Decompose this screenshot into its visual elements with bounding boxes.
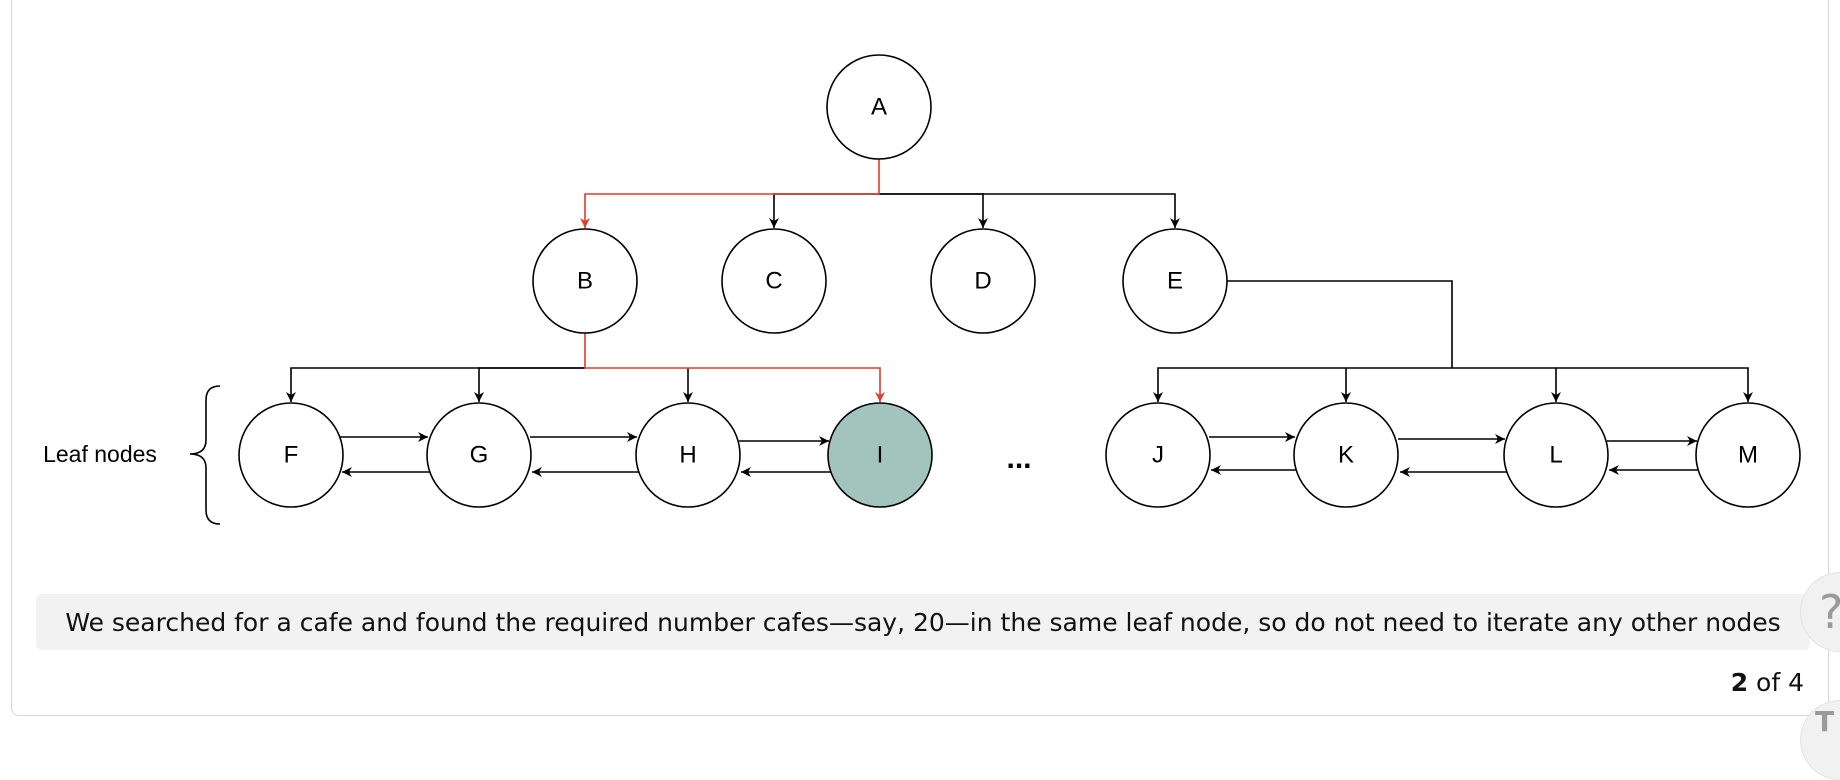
question-mark-icon: ? [1819, 585, 1840, 639]
node-d: D [930, 228, 1036, 334]
pager-current: 2 [1730, 668, 1749, 697]
node-b: B [532, 228, 638, 334]
node-e: E [1122, 228, 1228, 334]
node-i-label: I [877, 442, 884, 469]
node-l: L [1503, 402, 1609, 508]
edge-a-c [769, 193, 879, 228]
edges-b-leaves [286, 333, 885, 402]
node-m-label: M [1738, 442, 1758, 469]
edge-e-connector [1227, 280, 1453, 368]
node-g-label: G [470, 442, 489, 469]
ellipsis: ... [1006, 442, 1031, 475]
node-e-label: E [1167, 268, 1183, 295]
edge-b-f [286, 367, 585, 402]
node-j: J [1105, 402, 1211, 508]
edges-a-children [580, 158, 1180, 228]
caption-text: We searched for a cafe and found the req… [65, 607, 1781, 637]
node-d-label: D [974, 268, 991, 295]
node-h: H [635, 402, 741, 508]
edge-b-g [474, 367, 585, 402]
node-i-found: I [827, 402, 933, 508]
edge-a-d [879, 193, 988, 228]
text-size-icon: T [1815, 705, 1835, 738]
node-l-label: L [1549, 442, 1562, 469]
leaf-nodes-label: Leaf nodes [43, 441, 157, 467]
node-k: K [1293, 402, 1399, 508]
node-c-label: C [765, 268, 782, 295]
slide-caption: We searched for a cafe and found the req… [36, 594, 1810, 650]
edge-e-l [1452, 367, 1561, 402]
node-h-label: H [679, 442, 696, 469]
edges-e-leaves [1153, 280, 1753, 402]
node-m: M [1695, 402, 1801, 508]
edge-e-j [1153, 367, 1452, 402]
node-f-label: F [284, 442, 299, 469]
edge-b-i-highlight [584, 333, 885, 402]
pager-total: of 4 [1756, 668, 1804, 697]
leaf-nodes-brace [189, 385, 221, 525]
node-k-label: K [1338, 442, 1354, 469]
leaf-sibling-links [340, 432, 1699, 477]
node-g: G [426, 402, 532, 508]
edge-a-b-highlight [580, 158, 880, 228]
b-tree-diagram: A B C D E F G H I ... J K L [43, 54, 1801, 525]
node-a: A [826, 54, 932, 160]
slide-pager: 2 of 4 [1731, 668, 1804, 697]
node-f: F [238, 402, 344, 508]
node-a-label: A [871, 94, 887, 121]
edge-a-e [879, 193, 1180, 228]
node-c: C [721, 228, 827, 334]
edge-e-m [1556, 367, 1753, 402]
node-b-label: B [577, 268, 593, 295]
node-j-label: J [1152, 442, 1164, 469]
